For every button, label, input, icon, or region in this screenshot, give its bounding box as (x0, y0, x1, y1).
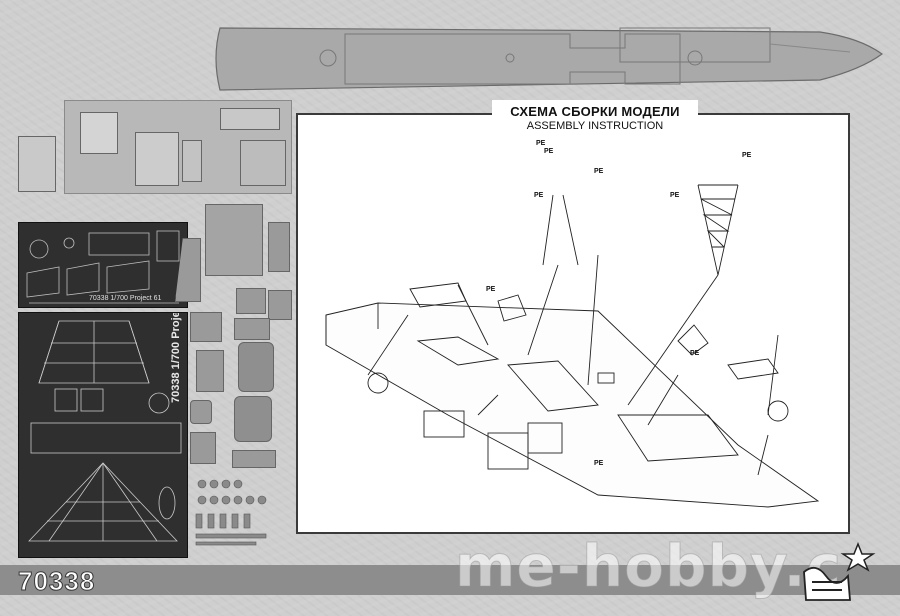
title-english: ASSEMBLY INSTRUCTION (526, 120, 664, 132)
pe-callout: PE (594, 168, 604, 175)
photoetch-sheet-small: 70338 1/700 Project 61 (18, 222, 188, 308)
resin-part (190, 432, 216, 464)
resin-part (196, 350, 224, 392)
resin-part (236, 288, 266, 314)
instruction-title: СХЕМА СБОРКИ МОДЕЛИ ASSEMBLY INSTRUCTION (492, 100, 698, 136)
small-parts-cluster (195, 479, 267, 546)
pe-callout: PE (544, 148, 554, 155)
pe-callout: PE (742, 152, 752, 159)
resin-part (234, 396, 272, 442)
pe-callout: PE (670, 192, 680, 199)
resin-part (234, 318, 270, 340)
resin-part (268, 222, 290, 272)
resin-part (268, 290, 292, 320)
assembly-drawing: PE PE PE PE PE PE PE PE PE (325, 140, 820, 508)
watermark: me-hobby.c (455, 532, 842, 601)
pe-callout: PE (536, 140, 546, 147)
resin-part (190, 400, 212, 424)
hull-part (215, 27, 884, 91)
resin-part (238, 342, 274, 392)
resin-part (232, 450, 276, 468)
resin-block (18, 136, 56, 192)
pe-callout: PE (534, 192, 544, 199)
pe-large-label: 70338 1/700 Project 61 (170, 313, 182, 403)
pe-callout: PE (594, 460, 604, 467)
product-code: 70338 (17, 566, 96, 597)
footer-bar (0, 565, 900, 595)
resin-block (135, 132, 179, 186)
resin-block (80, 112, 118, 154)
title-russian: СХЕМА СБОРКИ МОДЕЛИ (510, 104, 680, 119)
pe-callout: PE (486, 286, 496, 293)
assembly-instruction-panel: PE PE PE PE PE PE PE PE PE (296, 113, 850, 534)
pe-callout: PE (690, 350, 700, 357)
resin-block (240, 140, 286, 186)
resin-block (220, 108, 280, 130)
resin-block (182, 140, 202, 182)
resin-part (190, 312, 222, 342)
brand-logo (803, 542, 876, 601)
pe-small-label: 70338 1/700 Project 61 (89, 295, 161, 302)
resin-part (205, 204, 263, 276)
photoetch-sheet-large: 70338 1/700 Project 61 (18, 286, 188, 558)
